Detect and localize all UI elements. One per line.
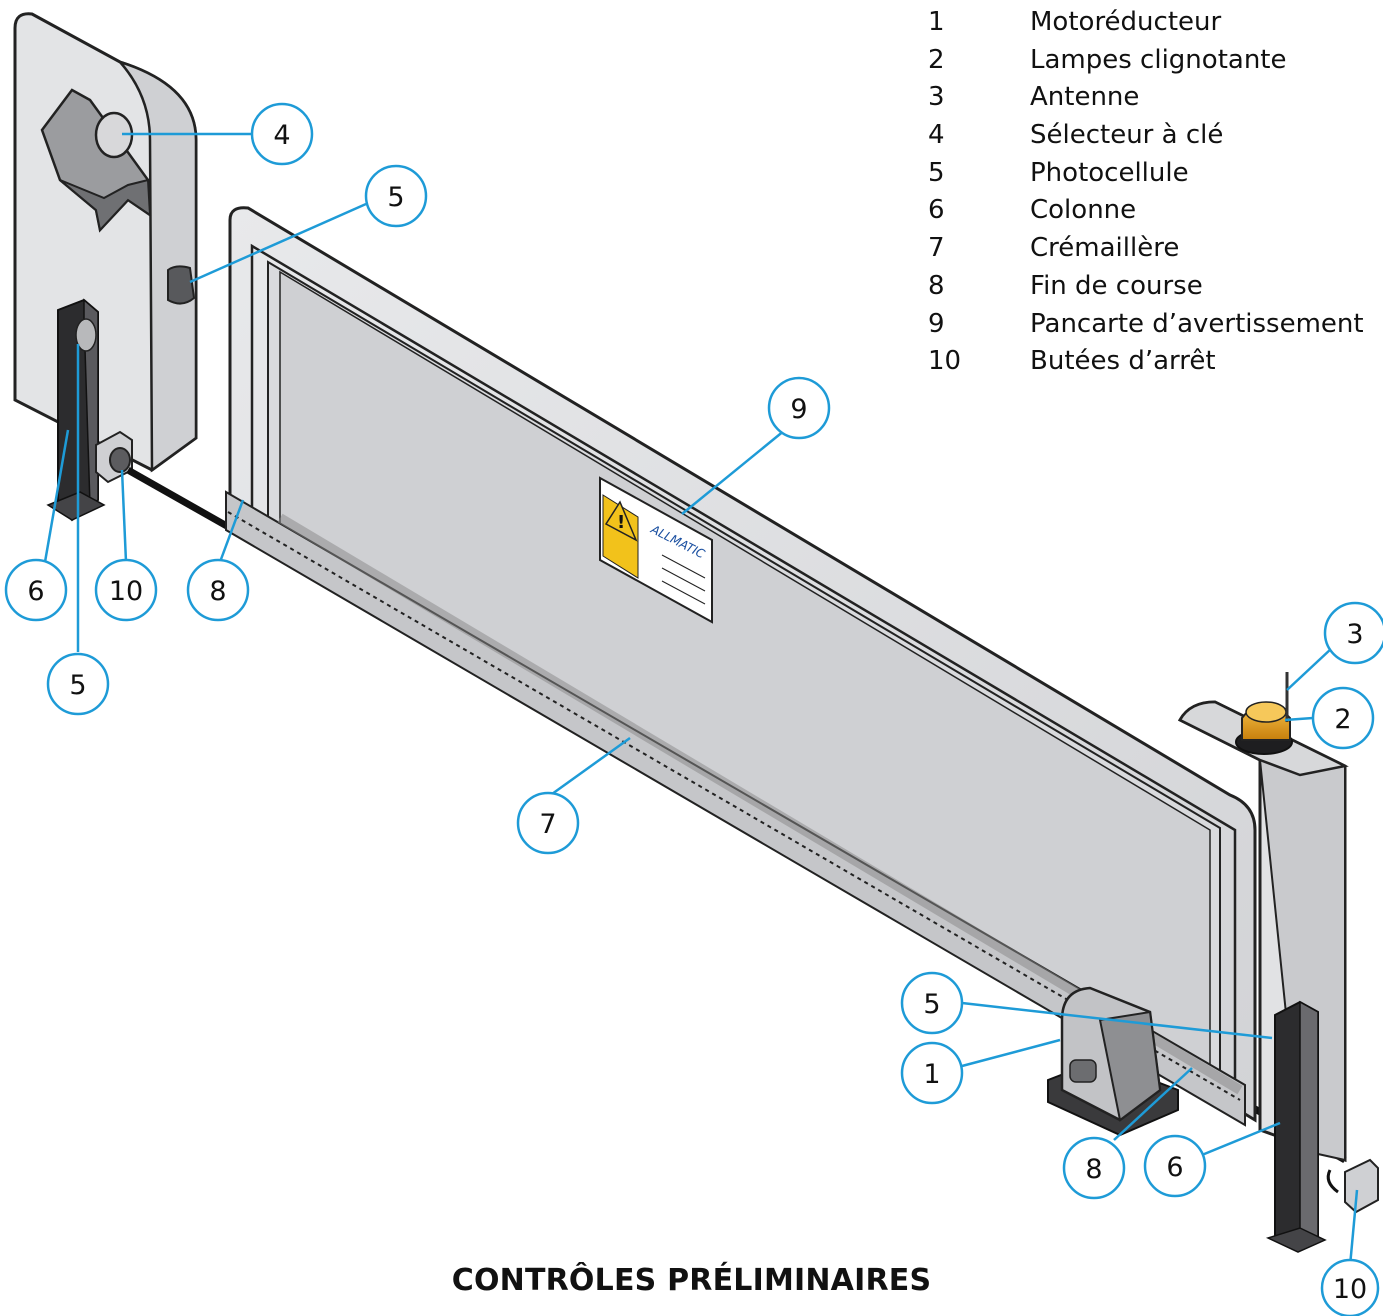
legend-row: 5 Photocellule (928, 155, 1364, 193)
callout-5-right: 5 (900, 971, 964, 1035)
svg-text:5: 5 (387, 182, 404, 213)
callout-3: 3 (1323, 601, 1383, 665)
legend-number: 9 (928, 308, 945, 339)
callout-9: 9 (767, 376, 831, 440)
legend-label: Fin de course (1030, 270, 1203, 301)
legend-row: 7 Crémaillère (928, 230, 1364, 268)
legend-label: Colonne (1030, 195, 1137, 226)
svg-text:8: 8 (1085, 1154, 1102, 1185)
gear-motor (1047, 986, 1179, 1137)
warning-sign: ! ALLMATIC (599, 476, 713, 624)
svg-text:1: 1 (923, 1059, 940, 1090)
legend-number: 4 (928, 120, 945, 151)
svg-text:10: 10 (1333, 1274, 1367, 1305)
svg-text:5: 5 (923, 989, 940, 1020)
callout-5-left: 5 (46, 652, 110, 716)
leader-lines (43, 132, 1359, 1267)
photocell-icon (167, 265, 196, 305)
legend-label: Motoréducteur (1030, 7, 1222, 37)
svg-text:6: 6 (27, 576, 44, 607)
callout-10-left: 10 (94, 558, 158, 622)
legend-label: Lampes clignotante (1030, 44, 1287, 75)
component-legend: 1 Motoréducteur 2 Lampes clignotante 3 Ante… (928, 4, 1364, 381)
svg-text:8: 8 (209, 576, 226, 607)
left-pillar (13, 12, 198, 473)
legend-label: Sélecteur à clé (1030, 120, 1224, 151)
legend-row: 6 Colonne (928, 192, 1364, 230)
callout-6-right: 6 (1143, 1134, 1207, 1198)
key-selector-icon (40, 88, 152, 233)
callout-7: 7 (516, 791, 580, 855)
legend-label: Pancarte d’avertissement (1030, 308, 1364, 339)
legend-number: 10 (928, 346, 962, 377)
legend-row: 8 Fin de course (928, 268, 1364, 306)
callout-2: 2 (1311, 686, 1375, 750)
page-title: CONTRÔLES PRÉLIMINAIRES (451, 1263, 932, 1298)
callout-10-right: 10 (1320, 1258, 1380, 1316)
legend-label: Antenne (1030, 82, 1140, 113)
svg-text:9: 9 (790, 394, 807, 425)
legend-row: 9 Pancarte d’avertissement (928, 306, 1364, 344)
legend-row: 3 Antenne (928, 79, 1364, 117)
svg-text:10: 10 (109, 576, 143, 607)
legend-number: 2 (928, 44, 945, 75)
callout-4: 4 (250, 102, 314, 166)
svg-text:5: 5 (69, 670, 86, 701)
callout-1: 1 (900, 1041, 964, 1105)
callout-8-left: 8 (186, 558, 250, 622)
callout-8-right: 8 (1062, 1136, 1126, 1200)
legend-number: 8 (928, 270, 945, 301)
callout-5-top: 5 (364, 164, 428, 228)
svg-text:4: 4 (273, 120, 290, 151)
sliding-gate (225, 206, 1257, 1127)
svg-text:3: 3 (1346, 619, 1363, 650)
svg-text:!: ! (617, 512, 625, 533)
legend-number: 6 (928, 195, 945, 226)
legend-number: 5 (928, 157, 945, 188)
right-photocell-post (1265, 1000, 1327, 1253)
legend-label: Crémaillère (1030, 233, 1180, 264)
right-stop-block (1326, 1158, 1379, 1214)
legend-label: Butées d’arrêt (1030, 346, 1216, 377)
legend-number: 3 (928, 82, 945, 113)
svg-text:2: 2 (1334, 704, 1351, 735)
post-photocell-icon (75, 318, 97, 352)
svg-text:7: 7 (539, 809, 556, 840)
callout-6-left: 6 (4, 558, 68, 622)
legend-row: 1 Motoréducteur (928, 4, 1364, 42)
legend-row: 4 Sélecteur à clé (928, 117, 1364, 155)
legend-label: Photocellule (1030, 157, 1189, 188)
legend-number: 1 (928, 7, 945, 37)
legend-number: 7 (928, 233, 945, 264)
svg-text:6: 6 (1166, 1152, 1183, 1183)
legend-row: 10 Butées d’arrêt (928, 343, 1364, 381)
legend-row: 2 Lampes clignotante (928, 42, 1364, 80)
flashing-lamp-icon (1235, 701, 1293, 755)
